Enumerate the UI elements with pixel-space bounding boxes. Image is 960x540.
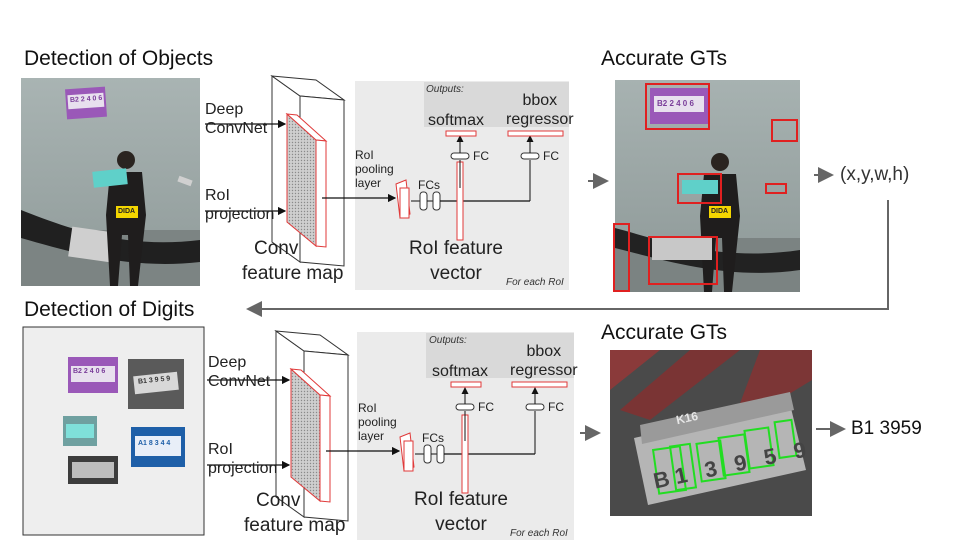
bottom-output-label: B1 3959 [851,418,922,439]
top-output-label: (x,y,w,h) [840,164,910,185]
fc-label-top-2: FC [543,149,559,163]
accurate-gt-photo-bottom [610,350,812,516]
fcs-label-bottom: FCs [422,431,444,445]
digit-crops-canvas [22,326,205,536]
conv-feature-map-bottom [274,330,350,522]
roi-pooling-label-bottom: RoI pooling layer [358,401,397,443]
fc-label-bottom-1: FC [478,400,494,414]
conv-feature-map-label-top: Conv feature map [242,238,344,284]
crop-blue-text: A1 8 3 4 4 [138,440,171,447]
bbox-regressor-label-top: bbox regressor [506,92,574,128]
for-each-roi-bottom: For each RoI [510,528,568,539]
bib-text-result: B2 2 4 0 6 [657,99,694,108]
bib-name-result: DIDA [711,208,729,215]
roi-feature-vector-label-top: RoI feature vector [409,238,503,284]
accurate-gt-photo-top [613,80,800,292]
top-section-title: Detection of Objects [24,47,214,70]
deep-convnet-label-bottom: Deep ConvNet [208,354,271,390]
fc-label-top-1: FC [473,149,489,163]
feedback-arrow [246,200,889,317]
outputs-panel-bottom [426,333,574,378]
softmax-label-top: softmax [428,112,485,129]
bib-name-top: DIDA [118,208,136,215]
for-each-roi-top: For each RoI [506,277,564,288]
top-result-title: Accurate GTs [601,47,728,70]
roi-feature-vector-label-bottom: RoI feature vector [414,489,508,535]
bottom-section-title: Detection of Digits [24,298,195,321]
softmax-label-bottom: softmax [432,363,489,380]
crop-purple-text: B2 2 4 0 6 [73,368,106,375]
outputs-label-top: Outputs: [426,84,464,95]
fc-label-bottom-2: FC [548,400,564,414]
fcs-label-top: FCs [418,178,440,192]
outputs-panel-top [424,82,569,127]
roi-projection-label-bottom: RoI projection [208,441,278,477]
roi-projection-label-top: RoI projection [205,187,275,223]
conv-feature-map-label-bottom: Conv feature map [244,490,346,536]
runner-photo [21,78,200,286]
roi-pooling-label-top: RoI pooling layer [355,148,394,190]
bottom-result-title: Accurate GTs [601,321,728,344]
bbox-regressor-label-bottom: bbox regressor [510,343,578,379]
outputs-label-bottom: Outputs: [429,335,467,346]
deep-convnet-label-top: Deep ConvNet [205,101,268,137]
